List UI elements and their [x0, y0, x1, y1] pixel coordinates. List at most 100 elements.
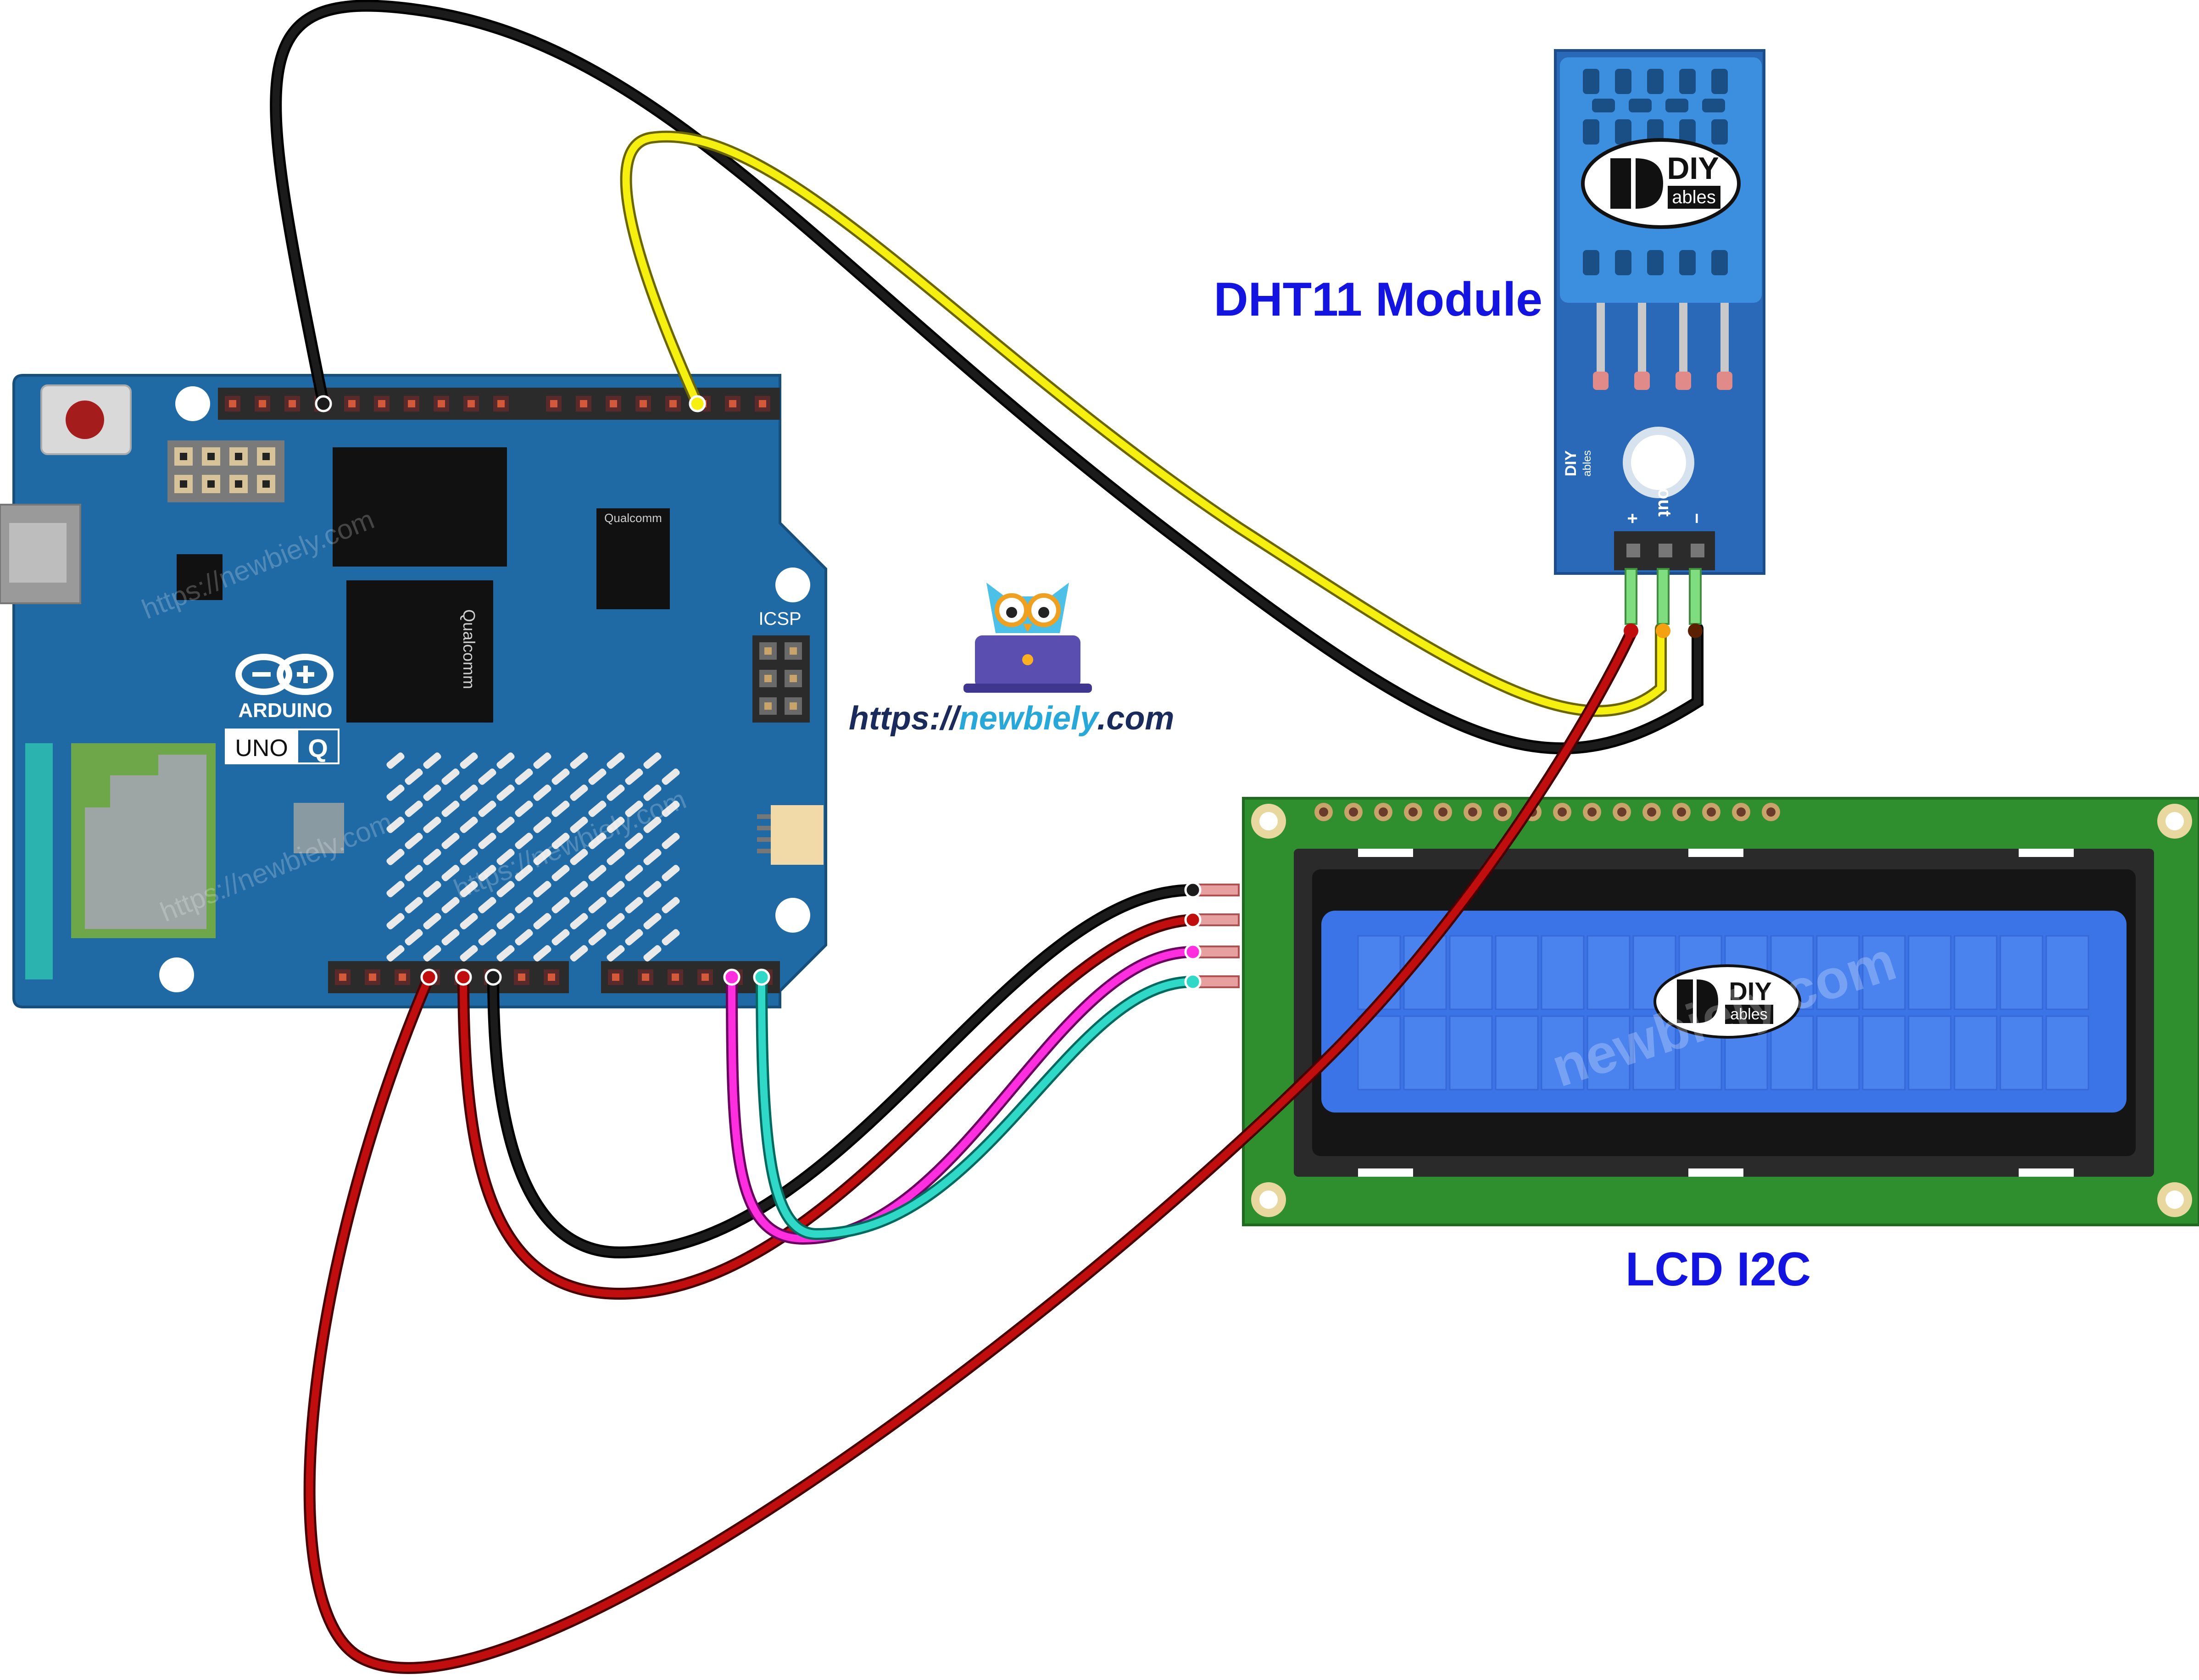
dht-lead [1657, 568, 1670, 625]
wire-magenta-lcd-sda [726, 946, 1199, 1245]
led [441, 801, 460, 817]
led [423, 752, 441, 769]
led [386, 849, 405, 865]
wire-end [484, 968, 502, 986]
led [386, 784, 405, 801]
header-pin [463, 396, 479, 412]
grill-slot [1647, 250, 1664, 275]
led [478, 801, 496, 817]
bezel-tab [1688, 849, 1743, 857]
dht-lead-end [1688, 623, 1703, 638]
led [386, 945, 405, 962]
sensor-leg [1720, 303, 1729, 372]
led [460, 817, 478, 833]
led [460, 849, 478, 865]
grill-slot [1629, 99, 1652, 112]
led [441, 833, 460, 849]
lcd-char-cell [1403, 1015, 1447, 1090]
led [496, 752, 515, 769]
chip-brand-small: Qualcomm [604, 511, 662, 525]
led [662, 768, 680, 785]
led [625, 768, 643, 785]
led [588, 897, 607, 913]
led [588, 833, 607, 849]
lcd-char-cell [1541, 1015, 1585, 1090]
led [643, 752, 662, 769]
dht-pin-minus: − [1687, 513, 1707, 523]
led [625, 865, 643, 881]
wire-end [1184, 911, 1202, 929]
led [386, 817, 405, 833]
led [607, 913, 625, 929]
led [533, 849, 551, 865]
chip-small [177, 554, 223, 600]
header-pin [697, 969, 713, 985]
dht-header-pin [1691, 544, 1704, 557]
led [570, 784, 588, 801]
lcd-mount-holes [1251, 804, 2192, 1217]
led [515, 768, 533, 785]
led [533, 881, 551, 897]
lcd-char-cell [1862, 1015, 1906, 1090]
led [478, 929, 496, 946]
dht-lead [1689, 568, 1702, 625]
led [405, 897, 423, 913]
led [625, 833, 643, 849]
led [643, 945, 662, 962]
arduino-uno-q-board: Qualcomm Qualcomm ICSP ARDUINO UNO Q [0, 374, 827, 1008]
model-badge-bg [298, 730, 338, 762]
bottom-header-pins [335, 969, 773, 985]
grill-slot [1615, 250, 1631, 275]
model-badge: Q [308, 734, 328, 762]
lcd-i2c-pins [1192, 884, 1240, 988]
dht-lead [1625, 568, 1637, 625]
lcd-char-cell [1495, 1015, 1539, 1090]
lcd-logo-bottom: ables [1730, 1006, 1767, 1023]
lcd-char-cell [1954, 1015, 1998, 1090]
led [496, 945, 515, 962]
led [570, 913, 588, 929]
led [423, 849, 441, 865]
grill-slot [1615, 119, 1631, 145]
led [423, 945, 441, 962]
led [405, 801, 423, 817]
led [423, 784, 441, 801]
header-pin [255, 396, 270, 412]
led [662, 833, 680, 849]
chip-qualcomm-small [596, 508, 670, 609]
mount-hole-2 [775, 567, 810, 602]
header-pin [493, 396, 509, 412]
led [386, 752, 405, 769]
dht-pin-out: out [1654, 488, 1675, 517]
led [460, 784, 478, 801]
wire-end [753, 968, 770, 986]
svg-text:DIY: DIY [1562, 450, 1580, 476]
led [643, 784, 662, 801]
lcd-char-cell [1587, 935, 1631, 1010]
svg-text:ables: ables [1581, 450, 1593, 476]
grill-slot [1665, 99, 1688, 112]
led [607, 945, 625, 962]
header-pin [434, 396, 449, 412]
led [551, 865, 570, 881]
led [441, 865, 460, 881]
top-header-right [539, 388, 780, 420]
bottom-header-left [328, 961, 569, 993]
led [533, 913, 551, 929]
arduino-brand: ARDUINO [238, 699, 332, 722]
led [662, 865, 680, 881]
led [496, 817, 515, 833]
wire-end [315, 395, 332, 412]
led [515, 865, 533, 881]
led [607, 784, 625, 801]
lcd-char-cell [1816, 1015, 1860, 1090]
led [405, 865, 423, 881]
dht-header-pin [1659, 544, 1672, 557]
header-pin [374, 396, 390, 412]
sensor-leg [1679, 303, 1687, 372]
header-pin [638, 969, 653, 985]
header-pin [665, 396, 681, 412]
led [570, 881, 588, 897]
grill-slot [1583, 119, 1599, 145]
lcd-char-cell [1587, 1015, 1631, 1090]
